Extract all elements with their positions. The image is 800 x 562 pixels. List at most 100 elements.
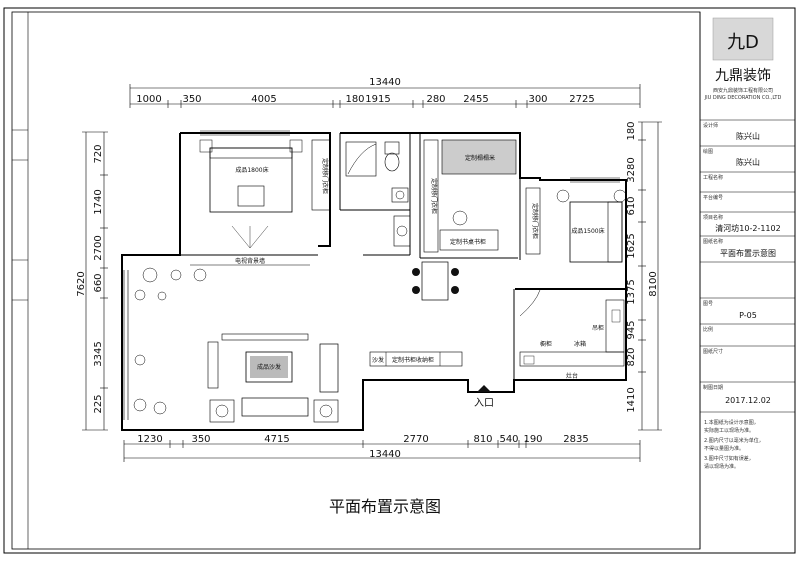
bottom-dim-3: 4715	[264, 434, 289, 445]
interior-walls	[180, 133, 521, 380]
right-dim-3: 610	[626, 196, 637, 215]
tb-row-5-value: 清河坊10-2-1102	[715, 223, 780, 233]
company-sub: 西安九鼎装饰工程有限公司	[713, 87, 773, 94]
second-bed-label: 成品1500床	[571, 227, 604, 235]
top-dimension-line	[129, 84, 641, 108]
tb-note-6: 请以现场为准。	[704, 463, 739, 470]
tb-row-6-label: 图纸名称	[703, 238, 723, 245]
wardrobe3-label: 定制移门衣柜	[531, 203, 539, 239]
top-dim-6: 280	[426, 94, 445, 105]
tb-note-3: 2.图内尺寸以毫米为单位，	[704, 437, 764, 444]
right-dim-2: 3280	[626, 157, 637, 182]
tb-note-4: 不得以量图为准。	[704, 445, 744, 452]
tb-row-2-value: 陈兴山	[736, 157, 760, 167]
kitchen-label-2: 冰箱	[574, 340, 586, 348]
top-dim-7: 2455	[463, 94, 488, 105]
bottom-dim-8: 2835	[563, 434, 588, 445]
right-dim-1: 180	[626, 121, 637, 140]
right-dim-6: 945	[626, 320, 637, 339]
bottom-dim-5: 810	[473, 434, 492, 445]
logo-mark: 九D	[727, 32, 759, 53]
bottom-dimension-line	[123, 440, 641, 462]
wardrobe1-label: 定制移门衣柜	[321, 158, 329, 194]
storage-cabinet	[369, 351, 463, 367]
right-dim-4: 1625	[626, 233, 637, 258]
tb-note-5: 3.图中尺寸如有误差，	[704, 455, 754, 462]
tb-row-4-label: 平台编号	[703, 194, 723, 201]
bottom-dim-2: 350	[191, 434, 210, 445]
left-dim-3: 2700	[93, 235, 104, 260]
left-dim-2: 1740	[93, 189, 104, 214]
drawing-title: 平面布置示意图	[329, 497, 441, 516]
entrance-label: 入口	[474, 398, 494, 409]
tb-row-8-label: 比例	[703, 326, 713, 333]
tb-row-5-label: 项目名称	[703, 214, 723, 221]
right-dim-7: 820	[626, 347, 637, 366]
right-dimension-line	[638, 121, 662, 431]
tb-row-2-label: 绘图	[703, 148, 713, 155]
total-width-bottom: 13440	[369, 449, 401, 460]
sheet-border	[3, 7, 796, 554]
shoe-label: 沙发	[372, 356, 384, 364]
sofa-label: 成品沙发	[257, 363, 281, 371]
bottom-dim-1: 1230	[137, 434, 162, 445]
exterior-walls	[121, 132, 627, 431]
left-total: 7620	[76, 271, 87, 296]
living-room	[207, 333, 339, 423]
company-sub2: JIU DING DECORATION CO.,LTD	[704, 95, 782, 101]
company-name: 九鼎装饰	[715, 68, 771, 84]
tb-row-10-label: 制图日期	[703, 384, 723, 391]
company-logo	[712, 17, 774, 61]
left-binding-strip	[12, 129, 28, 301]
top-dim-4: 180	[345, 94, 364, 105]
desk-label: 定制书桌书柜	[450, 238, 486, 246]
left-dim-4: 660	[93, 273, 104, 292]
tb-row-9-label: 图纸尺寸	[703, 348, 723, 355]
tatami-label: 定制榻榻米	[465, 154, 495, 162]
tb-row-10-value: 2017.12.02	[725, 396, 771, 405]
wardrobe2-label: 定制移门衣柜	[430, 178, 438, 214]
top-dim-5: 1915	[365, 94, 390, 105]
total-width-top: 13440	[369, 77, 401, 88]
kitchen-label-1: 橱柜	[540, 340, 552, 348]
left-dim-6: 225	[93, 394, 104, 413]
right-total: 8100	[648, 271, 659, 296]
right-dim-5: 1375	[626, 279, 637, 304]
top-dim-1: 1000	[136, 94, 161, 105]
kitchen-label-4: 灶台	[566, 372, 578, 380]
tb-row-7-label: 图号	[703, 301, 713, 307]
dining-table	[412, 261, 459, 301]
windows	[123, 130, 620, 420]
tv-wall-label: 电视背景墙	[235, 257, 265, 265]
title-block	[699, 12, 774, 549]
kitchen-label-3: 吊柜	[592, 324, 604, 332]
kitchen	[519, 289, 625, 367]
tb-row-6-value: 平面布置示意图	[720, 248, 776, 258]
tb-note-1: 1.本图纸为设计示意图，	[704, 419, 759, 426]
bathroom	[345, 141, 411, 247]
tb-row-3-label: 工程名称	[703, 174, 723, 181]
title-block-grid	[700, 119, 795, 413]
top-dim-9: 2725	[569, 94, 594, 105]
tb-row-7-value: P-05	[739, 311, 757, 320]
tb-note-2: 实际施工以现场为准。	[704, 427, 754, 434]
second-bedroom	[525, 187, 627, 263]
bottom-dim-7: 190	[523, 434, 542, 445]
study-room	[423, 139, 517, 253]
top-dim-3: 4005	[251, 94, 276, 105]
drawing-frame	[11, 11, 701, 550]
master-bed-label: 成品1800床	[235, 166, 268, 174]
left-dim-5: 3345	[93, 341, 104, 366]
left-dimension-line	[82, 131, 108, 431]
top-dim-8: 300	[528, 94, 547, 105]
top-dim-2: 350	[182, 94, 201, 105]
tb-row-1-label: 设计师	[703, 122, 718, 129]
tb-row-1-value: 陈兴山	[736, 131, 760, 141]
bottom-dim-4: 2770	[403, 434, 428, 445]
storage-label: 定制书柜收纳柜	[392, 356, 434, 364]
bottom-dim-6: 540	[499, 434, 518, 445]
plants	[133, 267, 207, 415]
right-dim-8: 1410	[626, 387, 637, 412]
